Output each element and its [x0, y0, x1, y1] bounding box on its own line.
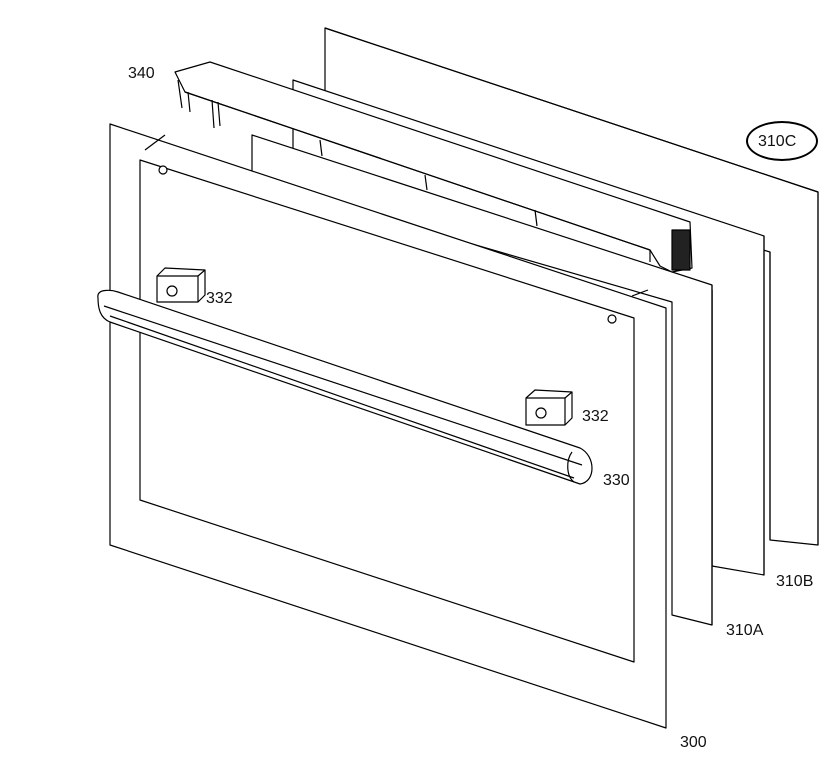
front-panel-300: [109, 123, 667, 729]
callout-332-right: 332: [582, 408, 609, 425]
handle-bracket-332-left: [156, 267, 206, 303]
callout-300: 300: [680, 734, 707, 751]
handle-330: [97, 289, 593, 485]
top-bracket-340: [174, 61, 693, 273]
callout-330: 330: [603, 472, 630, 489]
callout-340: 340: [128, 65, 155, 82]
callout-310a: 310A: [726, 622, 764, 639]
callout-310b: 310B: [776, 573, 814, 590]
highlight-circle: [746, 121, 818, 161]
callout-310c: 310C: [758, 133, 797, 150]
callout-332-left: 332: [206, 290, 233, 307]
handle-bracket-332-right: [525, 389, 573, 426]
